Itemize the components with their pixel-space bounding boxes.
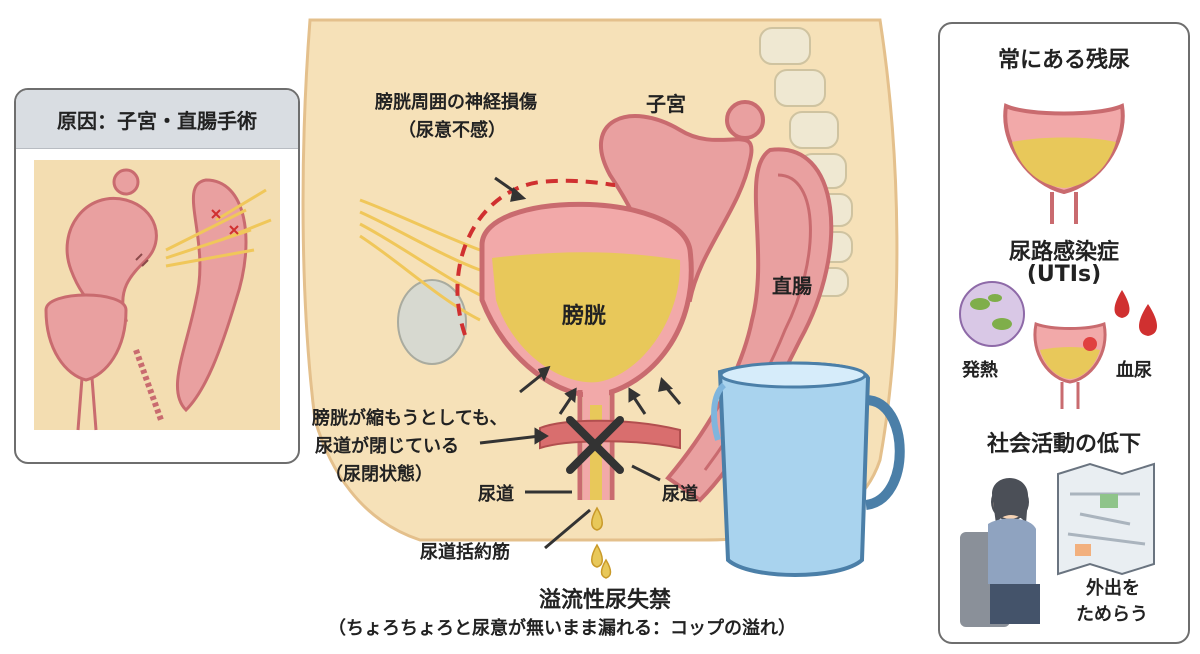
closure-x-icon xyxy=(566,416,624,474)
bacteria-icon xyxy=(959,281,1025,347)
uti-title: 尿路感染症 xyxy=(1008,240,1119,265)
outing-label-line2: ためらう xyxy=(1076,604,1148,625)
rectum-label: 直腸 xyxy=(772,274,812,298)
map-icon xyxy=(1057,462,1155,576)
overflowing-cup-icon xyxy=(711,361,905,577)
uterus xyxy=(598,114,754,302)
uterus-label: 子宮 xyxy=(646,92,686,116)
blood-drop-icon xyxy=(1114,290,1157,336)
nerve-bundle xyxy=(359,198,481,322)
urethra-label-right: 尿道 xyxy=(662,484,698,505)
rectum xyxy=(665,147,834,503)
closure-label-line1: 膀胱が縮もうとしても、 xyxy=(312,408,508,429)
residual-urine-icon xyxy=(1003,103,1125,224)
outing-label-line1: 外出を xyxy=(1086,578,1140,599)
uti-subtitle: (UTIs) xyxy=(1026,262,1102,287)
ovary xyxy=(725,100,765,140)
caption-title: 溢流性尿失禁 xyxy=(0,582,1200,614)
bladder-shape-small xyxy=(44,293,128,382)
consequences-panel: 常にある残尿 尿路感染症 (UTIs) 発熱 血尿 社会活動の低下 外出を ため… xyxy=(938,22,1190,644)
cause-panel-title: 原因：子宮・直腸手術 xyxy=(16,90,298,149)
worried-person-icon xyxy=(960,477,1040,627)
spine xyxy=(759,27,853,297)
urethra xyxy=(577,390,615,500)
infected-bladder-icon xyxy=(1033,321,1107,409)
hematuria-label: 血尿 xyxy=(1116,360,1152,381)
nerve-damage-sublabel: （尿意不感） xyxy=(398,120,506,141)
bladder-label: 膀胱 xyxy=(562,304,607,329)
closure-label-line2: 尿道が閉じている xyxy=(315,436,459,457)
closure-label-line3: （尿閉状態） xyxy=(325,464,433,485)
urine-droplets xyxy=(591,506,612,579)
cause-panel: 原因：子宮・直腸手術 xyxy=(14,88,300,464)
damaged-nerves-small xyxy=(165,188,272,268)
nerve-damage-label: 膀胱周囲の神経損傷 xyxy=(375,92,537,113)
consequences-illustrations xyxy=(959,103,1157,627)
urethra-label-left: 尿道 xyxy=(478,484,514,505)
sphincter-label: 尿道括約筋 xyxy=(420,542,510,563)
sphincter xyxy=(539,419,681,450)
fever-label: 発熱 xyxy=(962,360,998,381)
pubic-bone xyxy=(397,279,467,365)
residual-urine-title: 常にある残尿 xyxy=(997,48,1130,73)
surgery-illustration xyxy=(34,160,280,431)
caption-subtitle: （ちょろちょろと尿意が無いまま漏れる：コップの溢れ） xyxy=(328,618,796,639)
caption-title-text: 溢流性尿失禁 xyxy=(538,588,671,613)
ovary-shape-small xyxy=(112,168,140,196)
social-decline-title: 社会活動の低下 xyxy=(986,432,1141,457)
